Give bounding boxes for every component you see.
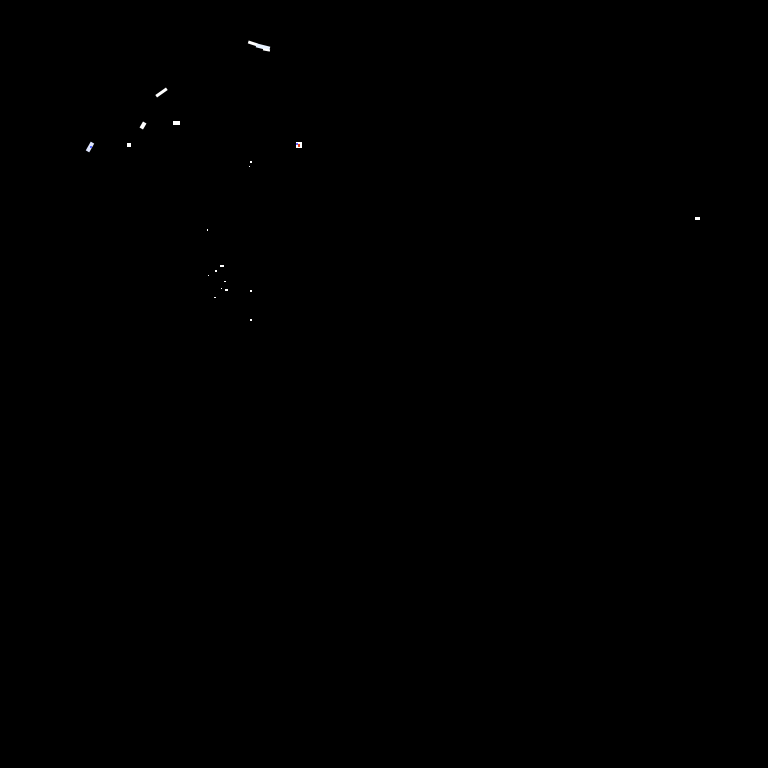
star-speck bbox=[250, 319, 252, 321]
star-speck bbox=[249, 166, 250, 167]
star-speck bbox=[207, 229, 208, 231]
star-speck bbox=[208, 275, 209, 276]
star-speck bbox=[155, 87, 168, 98]
star-speck bbox=[224, 281, 226, 282]
star-speck bbox=[250, 161, 252, 163]
star-speck bbox=[214, 297, 216, 298]
star-speck bbox=[225, 289, 228, 291]
star-speck bbox=[262, 48, 271, 52]
star-speck bbox=[695, 217, 700, 220]
star-speck bbox=[90, 146, 92, 148]
star-speck bbox=[139, 121, 147, 130]
star-speck bbox=[220, 265, 224, 267]
star-speck bbox=[250, 290, 252, 292]
star-speck bbox=[221, 288, 222, 289]
star-speck bbox=[173, 121, 180, 125]
star-speck bbox=[215, 270, 217, 272]
star-speck bbox=[298, 144, 300, 147]
star-speck bbox=[127, 143, 131, 147]
star-speck bbox=[296, 143, 298, 145]
